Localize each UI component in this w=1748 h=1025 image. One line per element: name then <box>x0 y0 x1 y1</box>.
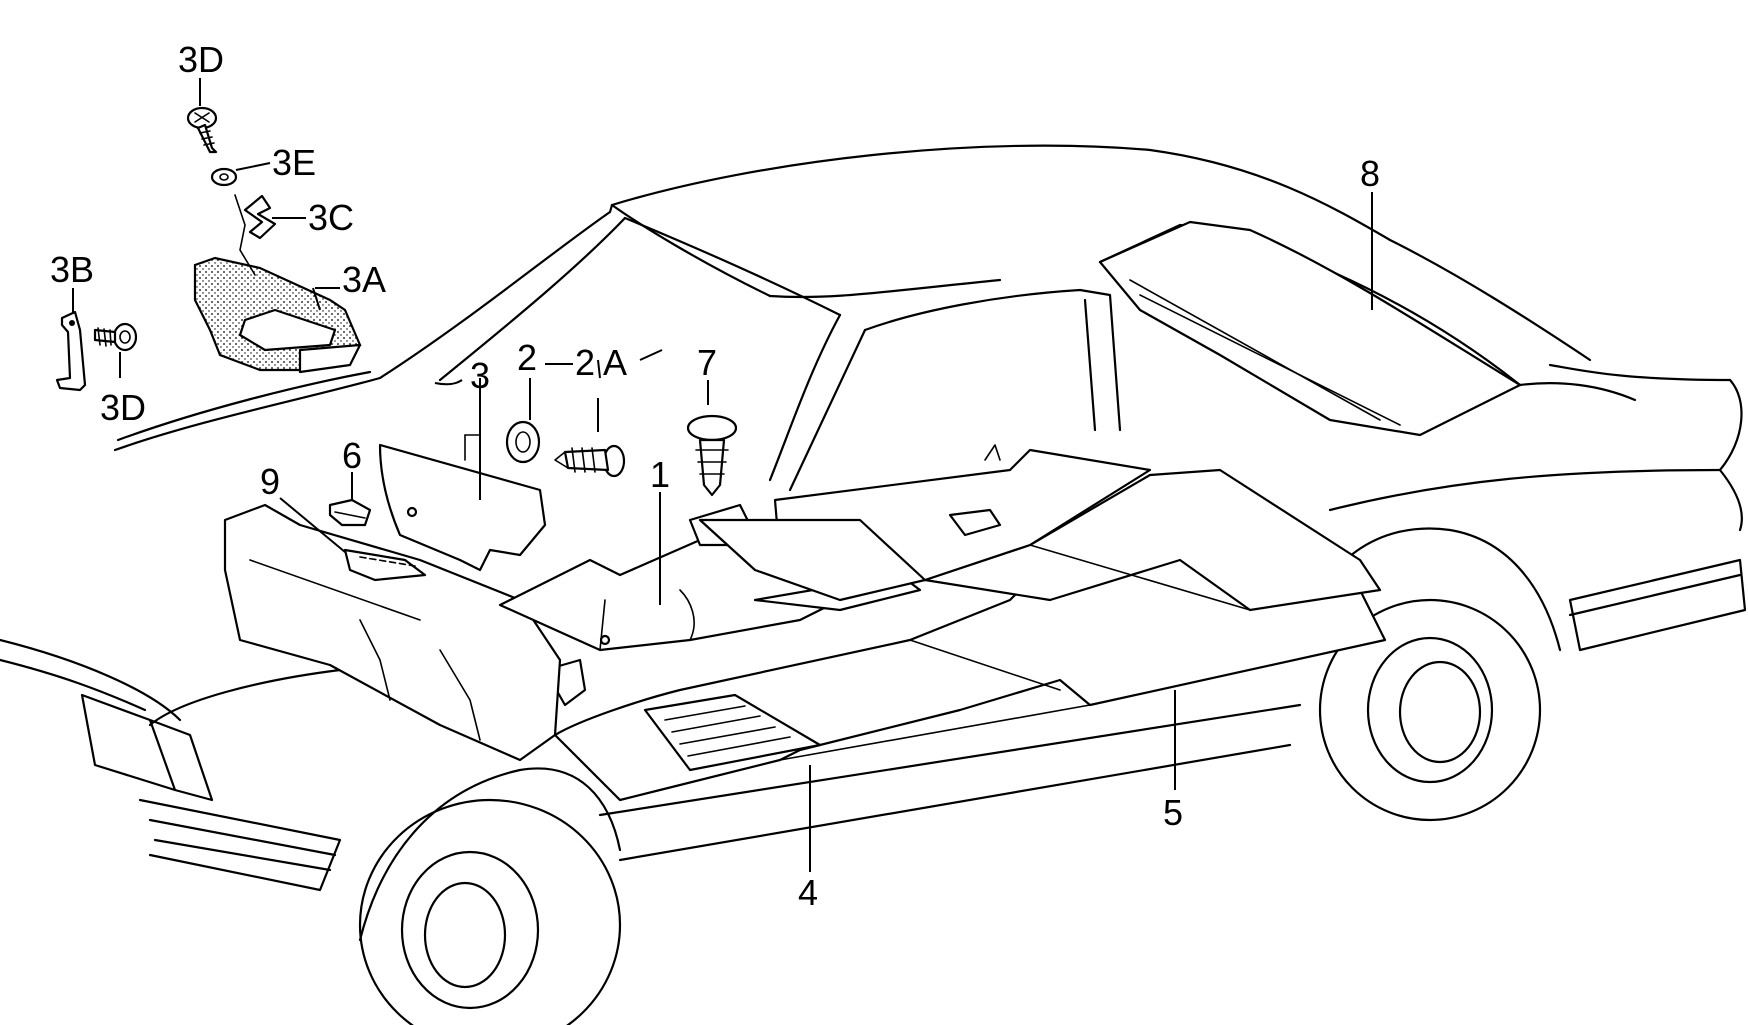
callout-3: 3 <box>470 355 490 396</box>
part-2-washer <box>505 420 541 464</box>
callout-7: 7 <box>697 342 717 383</box>
part-2a-screw <box>554 444 626 478</box>
part-3c-bracket <box>234 194 277 276</box>
callout-2: 2 <box>517 337 537 378</box>
leader-lines <box>72 78 1373 872</box>
callout-2a: 2 A <box>575 342 627 383</box>
callout-4: 4 <box>798 872 818 913</box>
part-7-clip <box>686 414 738 497</box>
part-6-clip <box>328 498 372 527</box>
callout-3e: 3E <box>272 142 316 183</box>
callout-3a: 3A <box>342 259 386 300</box>
part-3e-washer <box>210 167 238 187</box>
callout-3b: 3B <box>50 249 94 290</box>
callout-6: 6 <box>342 435 362 476</box>
callout-3d-bottom: 3D <box>100 387 146 428</box>
part-3d-screw-bottom <box>93 322 138 352</box>
callout-5: 5 <box>1163 792 1183 833</box>
callout-1: 1 <box>650 454 670 495</box>
floor-carpet <box>543 444 1387 802</box>
callout-8: 8 <box>1360 153 1380 194</box>
rear-parcel-shelf <box>1098 220 1522 437</box>
firewall-insulation <box>223 434 927 762</box>
part-3b-bracket <box>55 310 87 392</box>
callout-3d-top: 3D <box>178 39 224 80</box>
part-3d-screw-top <box>186 106 218 154</box>
part-3a-pad <box>193 256 362 374</box>
callout-3c: 3C <box>308 197 354 238</box>
callout-9: 9 <box>260 461 280 502</box>
